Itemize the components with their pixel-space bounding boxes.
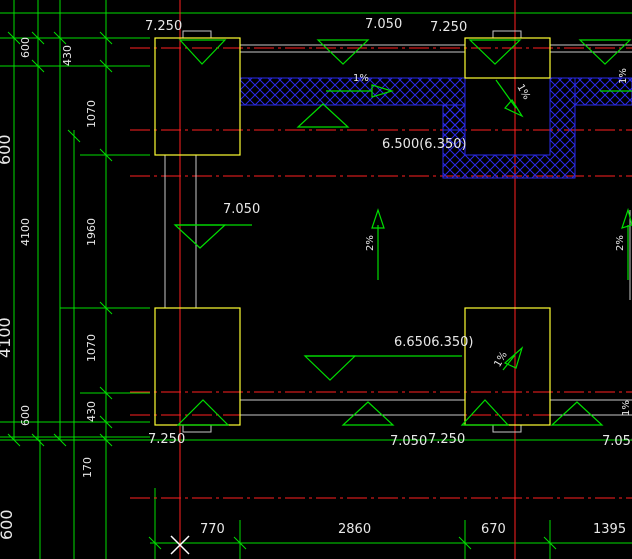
dim-big-mid: 4100 xyxy=(0,317,14,358)
dim-inner-1070-top: 1070 xyxy=(85,100,98,128)
cursor-crosshair xyxy=(170,535,190,555)
column-top-right[interactable] xyxy=(464,37,551,79)
elevation-top-center: 7.050 xyxy=(365,17,402,32)
dim-big-top: 600 xyxy=(0,134,14,165)
slope-right-edge: 2% xyxy=(615,235,626,251)
slope-top-left: 1% xyxy=(353,73,369,84)
slope-arrows xyxy=(326,79,632,371)
dim-outer-bottom: 600 xyxy=(19,405,32,426)
elevation-bottom-left: 7.250 xyxy=(148,432,185,447)
slope-labels: 1% 1% 1% 2% 2% 1% 1% xyxy=(353,68,632,416)
dim-outer-mid: 4100 xyxy=(19,218,32,246)
upper-slab-label: 6.500(6.350) xyxy=(382,137,467,152)
dim-bottom-2860: 2860 xyxy=(338,522,371,537)
elevation-top-left: 7.250 xyxy=(145,19,182,34)
axis-lines xyxy=(130,0,632,559)
dim-outer-top: 600 xyxy=(19,37,32,58)
dim-below-170: 170 xyxy=(81,457,94,478)
dim-bottom-1395: 1395 xyxy=(593,522,626,537)
dim-inner-430-bottom: 430 xyxy=(85,401,98,422)
elevation-top-right: 7.250 xyxy=(430,20,467,35)
dimension-labels: 600 4100 600 600 4100 600 430 1070 1960 … xyxy=(0,37,626,540)
slope-center: 2% xyxy=(365,235,376,251)
beam-lines xyxy=(164,30,632,433)
lower-slab-label: 6.6506.350) xyxy=(394,335,474,350)
elevation-bottom-right-a: 7.250 xyxy=(428,432,465,447)
slope-bottom-far-right: 1% xyxy=(621,400,632,416)
elevation-bottom-right-b: 7.050 xyxy=(602,434,632,449)
dim-inner-430-top: 430 xyxy=(61,45,74,66)
elevation-middle-beam: 7.050 xyxy=(223,202,260,217)
elevation-bottom-center: 7.050 xyxy=(390,434,427,449)
dim-inner-1960: 1960 xyxy=(85,218,98,246)
dim-inner-1070-bottom: 1070 xyxy=(85,334,98,362)
column-top-left[interactable] xyxy=(154,37,241,156)
dim-bottom-770: 770 xyxy=(200,522,225,537)
dim-big-bottom: 600 xyxy=(0,509,16,540)
dim-bottom-670: 670 xyxy=(481,522,506,537)
slab-labels: 6.500(6.350) 6.6506.350) xyxy=(382,137,474,350)
elevation-symbols xyxy=(173,39,632,426)
slope-top-far-right: 1% xyxy=(618,68,629,84)
elevation-labels: 7.250 7.050 7.250 7.050 7.250 7.050 7.25… xyxy=(145,17,632,449)
